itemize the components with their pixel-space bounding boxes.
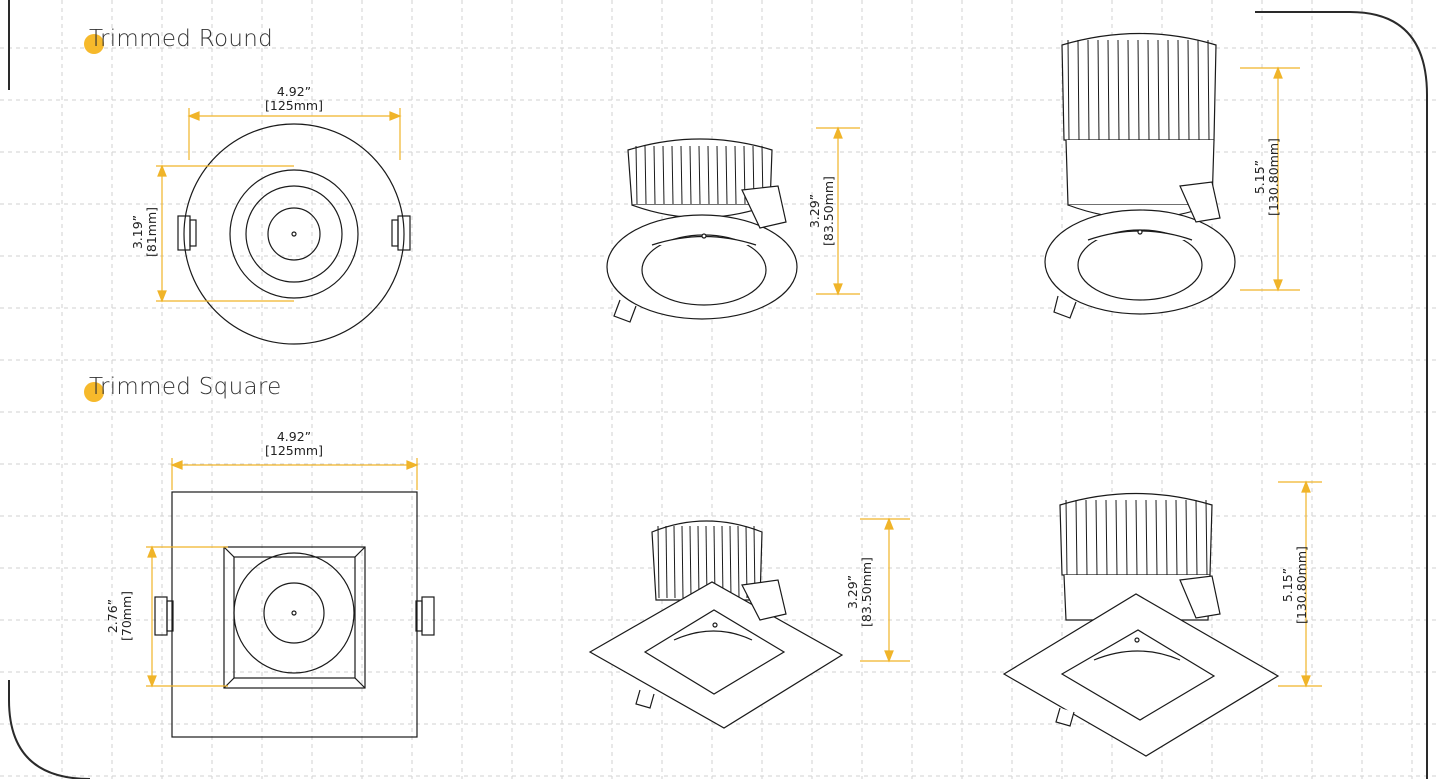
square-cutout-dimension-label: 2.76” [70mm] — [105, 576, 134, 656]
heatsink-fin — [1195, 499, 1198, 576]
round-full-isometric — [1044, 32, 1236, 319]
heatsink-fin — [1085, 499, 1088, 576]
heatsink-fin — [1197, 39, 1200, 141]
heatsink-fin — [1155, 499, 1158, 576]
round-cutout-mm: [81mm] — [144, 207, 159, 258]
heatsink-fin — [1145, 499, 1148, 576]
heatsink-fin — [657, 525, 660, 599]
round-width-inches: 4.92” — [276, 84, 312, 99]
heatsink-fin — [1185, 499, 1188, 576]
heatsink-fin — [737, 525, 740, 599]
square-trim-height-mm: [83.50mm] — [859, 557, 874, 627]
heatsink-fin — [1165, 499, 1168, 576]
round-full-height-inches: 5.15” — [1252, 159, 1267, 195]
heatsink-fin — [1175, 499, 1178, 576]
square-full-height-mm: [130.80mm] — [1294, 546, 1309, 624]
heatsink-fin — [734, 145, 737, 205]
square-full-dimension-lines — [1278, 480, 1322, 688]
heatsink-fin — [689, 525, 692, 599]
round-cutout-inches: 3.19” — [130, 214, 145, 250]
heatsink-fin — [1207, 39, 1210, 141]
round-full-height-dimension-label: 5.15” [130.80mm] — [1252, 122, 1281, 232]
square-section-bullet — [84, 382, 104, 402]
round-full-dimension-lines — [1240, 66, 1300, 292]
round-trim-isometric — [606, 138, 798, 323]
heatsink-fin — [1137, 39, 1140, 141]
section-title-round-text: Trimmed Round — [89, 26, 274, 52]
heatsink-fin — [1095, 499, 1098, 576]
square-trim-isometric — [588, 520, 844, 729]
round-trim-height-dimension-label: 3.29” [83.50mm] — [807, 161, 836, 261]
round-top-dimension-lines — [156, 108, 402, 303]
round-section-bullet — [84, 34, 104, 54]
round-width-dimension-label: 4.92” [125mm] — [254, 85, 334, 113]
square-trim-height-dimension-label: 3.29” [83.50mm] — [845, 542, 874, 642]
heatsink-fin — [1157, 39, 1160, 141]
heatsink-fin — [680, 145, 683, 205]
heatsink-fin — [1135, 499, 1138, 576]
round-trim-dimension-lines — [816, 126, 860, 296]
heatsink-fin — [1127, 39, 1130, 141]
heatsink-fin — [716, 145, 719, 205]
heatsink-fin — [644, 145, 647, 205]
square-full-height-inches: 5.15” — [1280, 567, 1295, 603]
heatsink-fin — [635, 145, 638, 205]
heatsink-fin — [1077, 39, 1080, 141]
heatsink-fin — [729, 525, 732, 599]
heatsink-fin — [1097, 39, 1100, 141]
heatsink-fin — [1115, 499, 1118, 576]
round-top-view — [177, 123, 411, 345]
square-top-view — [154, 491, 435, 738]
heatsink-fin — [1065, 499, 1068, 576]
square-full-height-dimension-label: 5.15” [130.80mm] — [1280, 530, 1309, 640]
heatsink-fin — [1187, 39, 1190, 141]
heatsink-fin — [681, 525, 684, 599]
round-width-mm: [125mm] — [265, 98, 323, 113]
round-trim-height-mm: [83.50mm] — [821, 176, 836, 246]
heatsink-fin — [689, 145, 692, 205]
section-title-round: Trimmed Round — [89, 26, 273, 52]
heatsink-fin — [1177, 39, 1180, 141]
section-title-square-text: Trimmed Square — [89, 374, 282, 400]
round-full-height-mm: [130.80mm] — [1266, 138, 1281, 216]
section-title-square: Trimmed Square — [89, 374, 282, 400]
heatsink-fin — [1117, 39, 1120, 141]
square-width-dimension-label: 4.92” [125mm] — [254, 430, 334, 458]
square-top-dimension-lines — [146, 458, 419, 688]
heatsink-fin — [671, 145, 674, 205]
round-trim-height-inches: 3.29” — [807, 193, 822, 229]
square-cutout-inches: 2.76” — [105, 598, 120, 634]
heatsink-fin — [707, 145, 710, 205]
round-cutout-dimension-label: 3.19” [81mm] — [130, 192, 159, 272]
heatsink-fin — [1107, 39, 1110, 141]
heatsink-fin — [673, 525, 676, 599]
heatsink-fin — [653, 145, 656, 205]
heatsink-fin — [1087, 39, 1090, 141]
square-cutout-mm: [70mm] — [119, 591, 134, 642]
heatsink-fin — [1105, 499, 1108, 576]
heatsink-fin — [665, 525, 668, 599]
heatsink-fin — [662, 145, 665, 205]
heatsink-fin — [1067, 39, 1070, 141]
heatsink-fin — [721, 525, 724, 599]
square-width-inches: 4.92” — [276, 429, 312, 444]
heatsink-fin — [1125, 499, 1128, 576]
heatsink-fin — [1205, 499, 1208, 576]
heatsink-fin — [725, 145, 728, 205]
heatsink-fin — [1167, 39, 1170, 141]
page-frame — [8, 0, 1428, 780]
heatsink-fin — [697, 525, 700, 599]
heatsink-fin — [1147, 39, 1150, 141]
square-full-isometric — [1002, 492, 1280, 757]
heatsink-fin — [1075, 499, 1078, 576]
square-trim-dimension-lines — [860, 517, 910, 663]
square-width-mm: [125mm] — [265, 443, 323, 458]
heatsink-fin — [698, 145, 701, 205]
square-trim-height-inches: 3.29” — [845, 574, 860, 610]
